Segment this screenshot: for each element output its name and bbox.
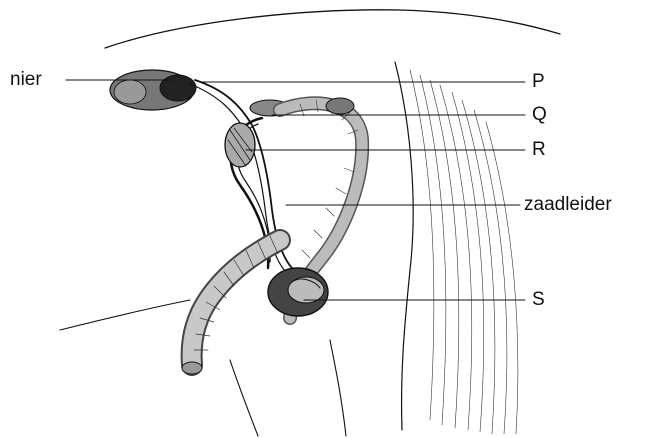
leg-outline	[230, 360, 258, 436]
tail-hatching	[410, 70, 518, 434]
label-s: S	[532, 290, 545, 309]
glans	[182, 362, 202, 374]
label-zaadleider: zaadleider	[524, 195, 612, 214]
leg-outline-2	[330, 340, 346, 436]
label-q: Q	[532, 105, 547, 124]
label-p: P	[532, 72, 545, 91]
body-outline	[105, 10, 560, 48]
label-r: R	[532, 140, 546, 159]
pointer-lines	[66, 80, 525, 300]
belly-outline	[60, 300, 190, 330]
rump-outline	[395, 62, 413, 430]
label-nier: nier	[10, 70, 42, 89]
